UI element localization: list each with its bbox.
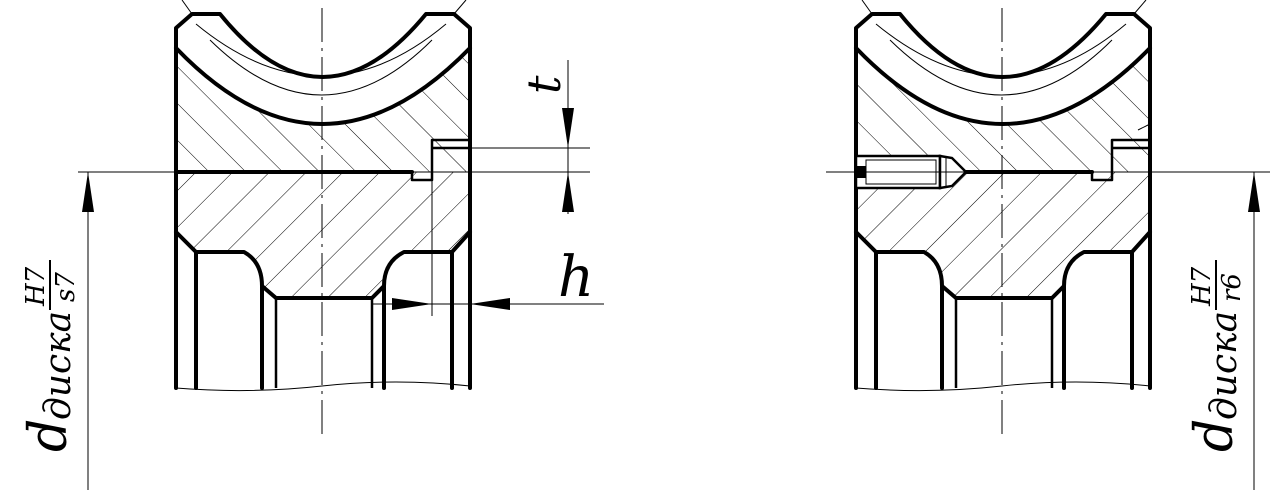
left-diameter-arrow xyxy=(82,172,94,212)
left-fit-numerator: H7 xyxy=(21,266,51,307)
h-label: h xyxy=(558,245,594,310)
right-break-line xyxy=(855,381,1151,392)
left-tangent-line xyxy=(181,0,193,15)
h-arrow-right xyxy=(470,298,510,310)
right-view xyxy=(854,0,1152,438)
right-key-seat xyxy=(1090,138,1150,182)
right-key-seat-thin xyxy=(1137,123,1151,131)
left-d-subscript: диска xyxy=(38,311,79,420)
left-fit-denominator: s7 xyxy=(51,272,81,302)
left-groove-thin-arc2 xyxy=(209,39,433,96)
left-disk-hatch xyxy=(176,172,470,298)
left-break-line xyxy=(175,381,471,392)
right-d-letter: d xyxy=(1185,419,1245,452)
left-rim-hatch xyxy=(176,48,470,172)
left-diameter-label: d диска H7 s7 xyxy=(19,260,81,452)
t-arrow-up xyxy=(562,172,574,212)
right-hub-contour xyxy=(854,230,1152,300)
right-fit-denominator: r6 xyxy=(1217,273,1247,302)
right-tangent-line2 xyxy=(1133,0,1147,15)
left-d-letter: d xyxy=(19,419,79,452)
right-rim-hatch xyxy=(856,48,1150,172)
right-groove-thin-arc2 xyxy=(889,39,1113,96)
right-diameter-arrow xyxy=(1248,172,1260,212)
right-disk-hatch xyxy=(856,172,1150,298)
left-hub-contour xyxy=(174,230,472,300)
left-tangent-line2 xyxy=(453,0,467,15)
t-label: t xyxy=(517,75,571,94)
right-fit-numerator: H7 xyxy=(1187,266,1217,307)
left-view xyxy=(174,0,472,438)
right-diameter-label: d диска H7 r6 xyxy=(1185,260,1247,452)
right-d-subscript: диска xyxy=(1204,311,1245,420)
left-outer-contour xyxy=(174,12,472,390)
h-arrow-left xyxy=(392,298,432,310)
t-arrow-down xyxy=(562,108,574,148)
right-outer-contour xyxy=(854,12,1152,390)
right-tangent-line xyxy=(861,0,873,15)
